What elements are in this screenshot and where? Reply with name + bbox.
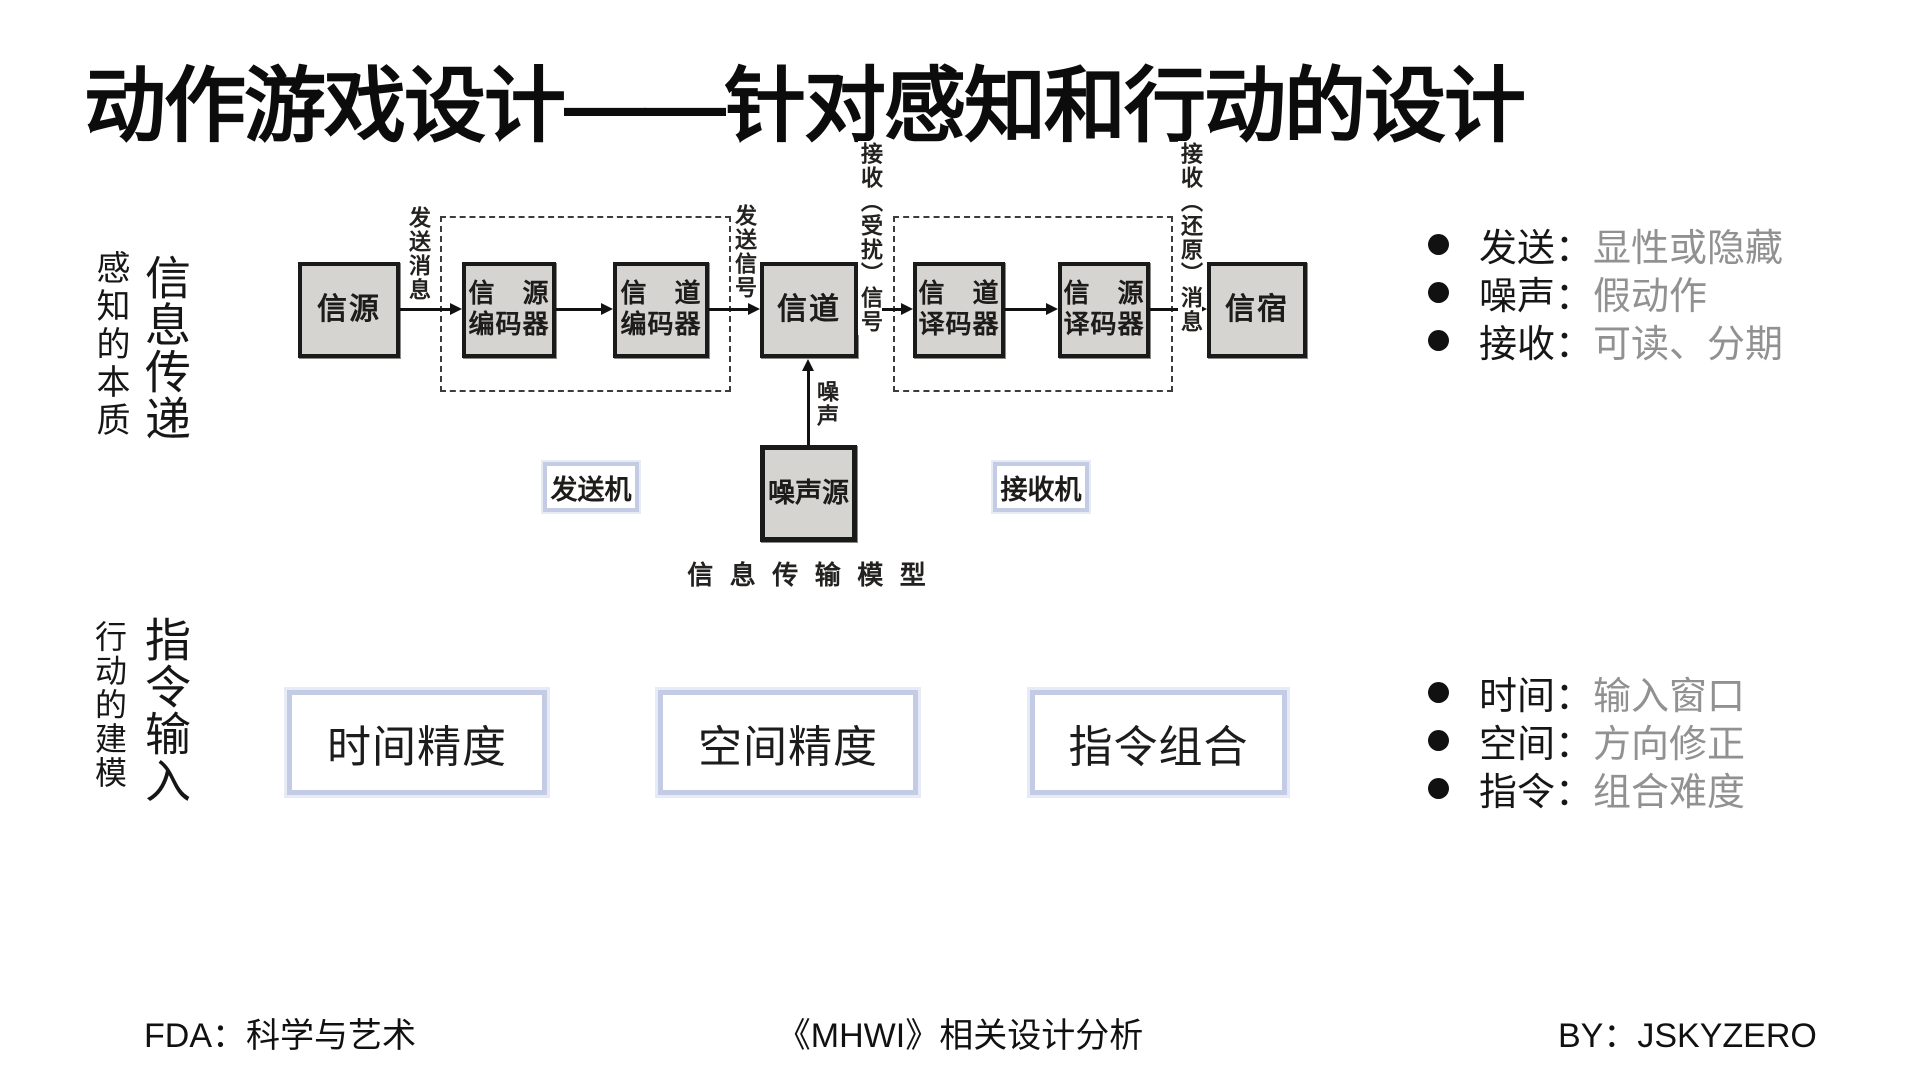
flow-arrow-icon	[1005, 303, 1058, 315]
concept-box-label: 指令组合	[1068, 722, 1249, 772]
flow-label-send-signal: 发送信号	[732, 203, 757, 301]
diagram-caption: 信 息 传 输 模 型	[687, 561, 931, 590]
concept-box-label: 空间精度	[698, 722, 878, 772]
bullet-value: 组合难度	[1593, 771, 1746, 814]
flow-label-send-message: 发送消息	[406, 205, 431, 303]
receiver-tag-label: 接收机	[1000, 474, 1082, 505]
bullet-icon	[1428, 329, 1449, 351]
channel-decoder-label: 信 道 译码器	[918, 279, 1000, 339]
source-encoder-box: 信 源 编码器	[462, 262, 556, 358]
bullet-icon	[1428, 729, 1449, 751]
source-box-label: 信源	[317, 293, 381, 327]
bullet-value: 输入窗口	[1593, 675, 1746, 718]
noise-source-box: 噪声源	[760, 445, 857, 542]
noise-label: 噪声	[814, 379, 839, 429]
action-side-label-small: 行动的建模	[91, 620, 127, 790]
channel-box: 信道	[760, 262, 858, 358]
list-item: 时间： 输入窗口	[1428, 668, 1745, 718]
channel-box-label: 信道	[777, 293, 841, 327]
transmitter-dashed-box	[440, 216, 731, 392]
bullet-value: 显性或隐藏	[1593, 227, 1784, 270]
transmitter-tag-label: 发送机	[550, 474, 632, 505]
concept-box-space-precision: 空间精度	[658, 690, 918, 795]
bullet-icon	[1428, 681, 1449, 703]
bullet-value: 可读、分期	[1593, 323, 1784, 366]
source-decoder-label: 信 源 译码器	[1063, 279, 1145, 339]
perception-bullet-list: 发送： 显性或隐藏 噪声： 假动作 接收： 可读、分期	[1428, 220, 1783, 366]
channel-encoder-label: 信 道 编码器	[620, 279, 702, 339]
noise-source-label: 噪声源	[768, 477, 849, 508]
list-item: 噪声： 假动作	[1428, 268, 1783, 318]
list-item: 指令： 组合难度	[1428, 764, 1745, 814]
receiver-tag: 接收机	[993, 462, 1089, 512]
channel-encoder-box: 信 道 编码器	[613, 262, 709, 358]
list-item: 发送： 显性或隐藏	[1428, 220, 1783, 270]
source-box: 信源	[298, 262, 400, 358]
bullet-label: 指令：	[1479, 771, 1594, 814]
bullet-value: 假动作	[1593, 275, 1708, 318]
flow-arrow-icon	[400, 303, 462, 315]
footer-left: FDA：科学与艺术	[144, 1017, 416, 1055]
bullet-icon	[1428, 281, 1449, 303]
bullet-label: 发送：	[1479, 227, 1594, 270]
concept-box-time-precision: 时间精度	[287, 690, 547, 795]
bullet-label: 接收：	[1479, 323, 1594, 366]
bullet-label: 时间：	[1479, 675, 1594, 718]
flow-label-received-disturbed-signal: 接收（受扰）信号	[858, 141, 883, 335]
bullet-value: 方向修正	[1593, 723, 1746, 766]
bullet-icon	[1428, 777, 1449, 799]
flow-arrow-icon	[709, 303, 760, 315]
list-item: 空间： 方向修正	[1428, 716, 1745, 766]
channel-decoder-box: 信 道 译码器	[913, 262, 1005, 358]
noise-arrow-icon	[802, 359, 814, 445]
bullet-icon	[1428, 233, 1449, 255]
concept-box-label: 时间精度	[327, 722, 507, 772]
action-side-label-large: 指令输入	[139, 616, 191, 804]
footer-right: BY：JSKYZERO	[1558, 1017, 1817, 1055]
flow-arrow-icon	[556, 303, 613, 315]
receiver-dashed-box	[893, 216, 1173, 392]
perception-side-label-large: 信息传递	[139, 254, 191, 442]
bullet-label: 空间：	[1479, 723, 1594, 766]
perception-side-label-small: 感知的本质	[91, 250, 129, 440]
destination-box-label: 信宿	[1225, 293, 1289, 327]
footer-center: 《MHWI》相关设计分析	[776, 1017, 1144, 1055]
information-transmission-diagram: 信源 信 源 编码器 信 道 编码器 信道 信 道 译码器 信 源 译码器 信宿…	[290, 135, 1330, 615]
bullet-label: 噪声：	[1479, 275, 1594, 318]
action-bullet-list: 时间： 输入窗口 空间： 方向修正 指令： 组合难度	[1428, 668, 1745, 814]
concept-box-command-combo: 指令组合	[1030, 690, 1287, 795]
source-encoder-label: 信 源 编码器	[468, 279, 550, 339]
transmitter-tag: 发送机	[543, 462, 639, 512]
destination-box: 信宿	[1207, 262, 1307, 358]
page-title: 动作游戏设计——针对感知和行动的设计	[84, 60, 1526, 152]
flow-label-received-restored-message: 接收（还原）消息	[1178, 141, 1203, 335]
list-item: 接收： 可读、分期	[1428, 316, 1783, 366]
source-decoder-box: 信 源 译码器	[1058, 262, 1150, 358]
